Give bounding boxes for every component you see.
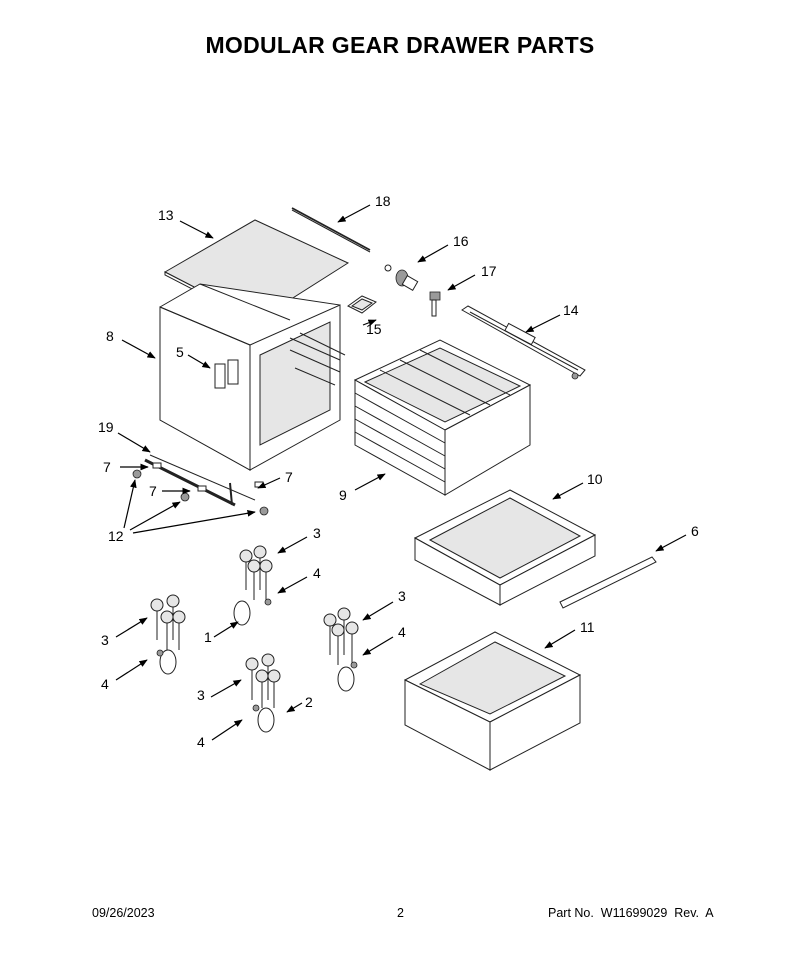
callout-1: 1 — [204, 629, 212, 645]
callout-4-b: 4 — [101, 676, 109, 692]
callout-17: 17 — [481, 263, 497, 279]
footer-date: 09/26/2023 — [92, 906, 155, 920]
footer-part-number: Part No. W11699029 Rev. A — [548, 906, 714, 920]
callout-4-a: 4 — [313, 565, 321, 581]
callout-6: 6 — [691, 523, 699, 539]
rod-part — [291, 207, 371, 253]
lock-part — [384, 264, 419, 292]
callout-3-a: 3 — [313, 525, 321, 541]
callout-15: 15 — [366, 321, 382, 337]
caster-assembly-2 — [150, 594, 186, 675]
callout-3-d: 3 — [197, 687, 205, 703]
callout-11: 11 — [580, 619, 595, 635]
callout-10: 10 — [587, 471, 603, 487]
callout-18: 18 — [375, 193, 391, 209]
key-part — [429, 291, 441, 317]
callout-labels: 13 18 16 17 14 15 8 5 19 7 7 7 12 9 10 6… — [98, 193, 699, 750]
callout-4-c: 4 — [398, 624, 406, 640]
callout-4-d: 4 — [197, 734, 205, 750]
callout-13: 13 — [158, 207, 174, 223]
callout-7-middle: 7 — [149, 483, 157, 499]
callout-14: 14 — [563, 302, 579, 318]
divider-bar-part — [559, 556, 657, 609]
callout-16: 16 — [453, 233, 469, 249]
drawer-part — [413, 489, 597, 606]
deep-drawer-part — [403, 631, 582, 771]
callout-19: 19 — [98, 419, 114, 435]
page-title: MODULAR GEAR DRAWER PARTS — [205, 32, 595, 58]
badge-part — [347, 295, 377, 314]
callout-3-b: 3 — [101, 632, 109, 648]
callout-3-c: 3 — [398, 588, 406, 604]
footer-page-number: 2 — [397, 906, 404, 920]
callout-9: 9 — [339, 487, 347, 503]
cabinet-part — [159, 283, 346, 471]
caster-assembly-3 — [323, 607, 359, 692]
callout-7-left: 7 — [103, 459, 111, 475]
callout-12: 12 — [108, 528, 124, 544]
callout-5: 5 — [176, 344, 184, 360]
caster-assembly-1 — [233, 545, 273, 626]
callout-7-right: 7 — [285, 469, 293, 485]
callout-arrows — [115, 204, 687, 741]
callout-2: 2 — [305, 694, 313, 710]
drawer-stack-part — [353, 339, 532, 496]
caster-assembly-4 — [245, 653, 281, 733]
slide-rail-part — [461, 305, 586, 380]
callout-8: 8 — [106, 328, 114, 344]
